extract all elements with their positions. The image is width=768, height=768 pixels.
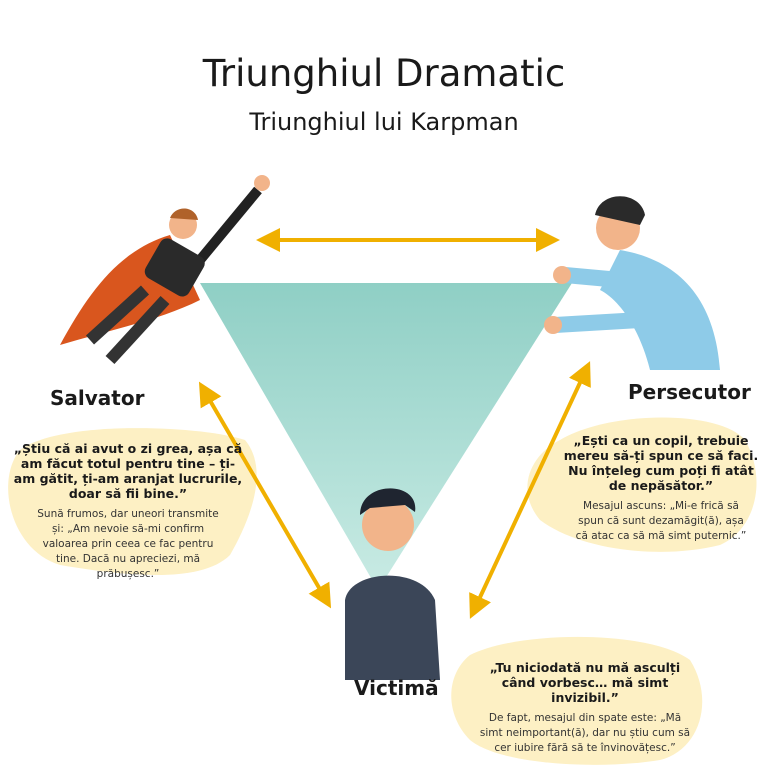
- salvator-message: Sună frumos, dar uneori transmite și: „A…: [37, 508, 219, 580]
- salvator-quote: „Știu că ai avut o zi grea, așa că am fă…: [13, 441, 243, 501]
- role-label-persecutor: Persecutor: [628, 380, 751, 404]
- arrow-salvator-victim: [198, 381, 332, 609]
- persecutor-message: Mesajul ascuns: „Mi-e frică să spun că s…: [575, 500, 747, 542]
- victim-text: „Tu niciodată nu mă asculți când vorbesc…: [478, 660, 692, 756]
- victim-message: De fapt, mesajul din spate este: „Mă sim…: [479, 712, 691, 754]
- drama-triangle: [200, 283, 572, 590]
- victim-bubble: [451, 636, 703, 765]
- salvator-figure: [60, 175, 270, 365]
- persecutor-figure: [544, 196, 720, 370]
- salvator-text: „Știu că ai avut o zi grea, așa că am fă…: [12, 441, 244, 582]
- role-label-salvator: Salvator: [50, 386, 145, 410]
- victim-quote: „Tu niciodată nu mă asculți când vorbesc…: [489, 660, 681, 705]
- arrow-persecutor-victim: [469, 361, 591, 619]
- persecutor-text: „Ești ca un copil, trebuie mereu să-ți s…: [558, 433, 764, 544]
- page-title: Triunghiul Dramatic: [202, 52, 566, 95]
- role-label-victim: Victimă: [354, 676, 439, 700]
- victim-figure: [345, 488, 440, 680]
- page-subtitle: Triunghiul lui Karpman: [249, 108, 519, 136]
- salvator-bubble: [8, 428, 257, 575]
- persecutor-quote: „Ești ca un copil, trebuie mereu să-ți s…: [563, 433, 759, 493]
